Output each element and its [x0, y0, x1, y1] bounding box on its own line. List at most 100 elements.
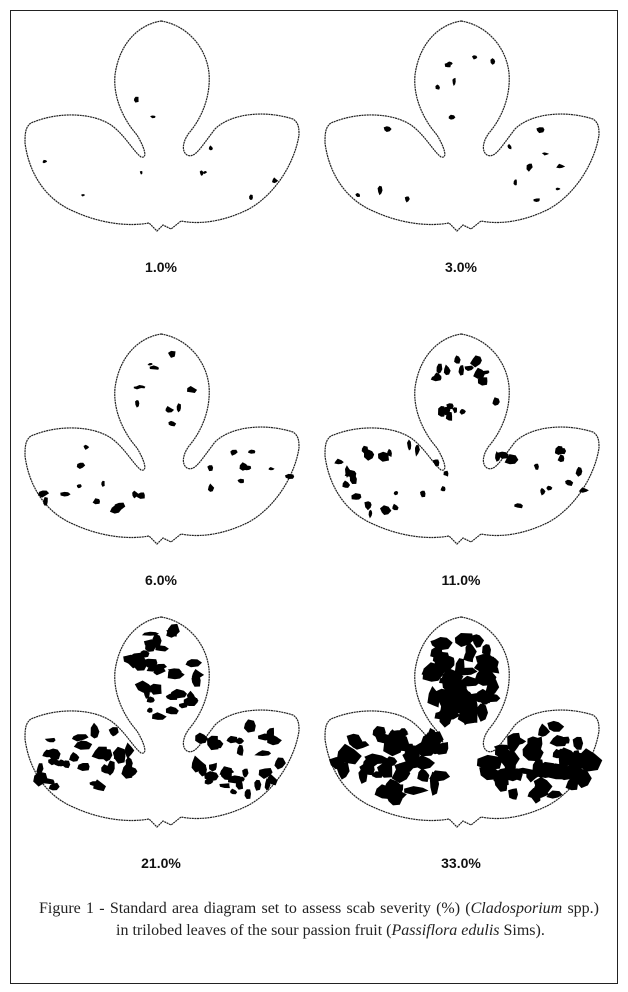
scab-lesion	[43, 497, 48, 506]
severity-label: 3.0%	[445, 259, 477, 275]
scab-lesion	[578, 487, 589, 493]
scab-lesion	[364, 753, 389, 765]
leaf-drawing-3	[24, 333, 300, 545]
scab-lesion	[60, 491, 71, 497]
scab-lesion	[576, 768, 592, 789]
leaf-drawing-1	[24, 20, 300, 232]
scab-lesion	[429, 771, 440, 796]
leaf-diagram-6: 33.0%	[311, 607, 611, 877]
scab-lesion	[409, 746, 429, 756]
scab-lesion	[507, 732, 522, 754]
scab-lesion	[554, 448, 567, 455]
scab-lesion	[284, 473, 295, 479]
scab-lesion	[165, 706, 179, 715]
scab-lesion	[272, 177, 279, 184]
scab-lesion	[133, 386, 144, 390]
figure-caption: Figure 1 - Standard area diagram set to …	[39, 898, 599, 941]
scab-lesion	[124, 742, 135, 759]
diagram-grid: 1.0% 3.0% 6.0% 11.0% 21.0% 33.0%	[11, 11, 617, 871]
scab-lesion	[345, 465, 352, 478]
scab-lesion	[76, 462, 86, 469]
scab-lesion	[207, 465, 214, 472]
scab-lesion	[150, 115, 156, 119]
scab-lesion	[62, 760, 71, 769]
scab-lesion	[168, 420, 177, 427]
scab-lesion	[383, 126, 392, 132]
scab-lesion	[436, 363, 443, 374]
caption-text-1: Standard area diagram set to assess scab…	[109, 900, 471, 917]
scab-lesion	[73, 740, 93, 750]
scab-lesion	[358, 768, 368, 784]
scab-lesion	[195, 732, 208, 744]
scab-lesion	[507, 771, 522, 782]
scab-lesion	[541, 152, 550, 156]
scab-lesion	[533, 198, 540, 202]
scab-lesion	[465, 641, 477, 660]
scab-lesion	[482, 644, 491, 656]
scab-lesion	[351, 493, 362, 500]
scab-lesion	[391, 763, 411, 784]
severity-label: 6.0%	[145, 572, 177, 588]
scab-lesion	[140, 683, 152, 692]
scab-lesion	[184, 698, 199, 705]
scab-lesion	[254, 750, 272, 756]
scab-lesion	[187, 386, 198, 393]
scab-lesion	[81, 194, 85, 197]
severity-label: 1.0%	[145, 259, 177, 275]
scab-lesion	[415, 445, 420, 457]
scab-lesion	[490, 58, 496, 65]
scab-lesion	[355, 193, 360, 197]
scab-lesion	[467, 692, 494, 704]
scab-lesion	[565, 776, 578, 791]
scab-lesion	[207, 483, 215, 492]
scab-lesion	[230, 449, 238, 456]
scab-lesion	[473, 367, 486, 379]
scab-lesion	[572, 736, 584, 750]
scab-lesion	[329, 756, 345, 770]
scab-lesion	[106, 760, 115, 776]
caption-species: Passiflora edulis	[391, 921, 500, 939]
scab-lesion	[237, 478, 244, 484]
scab-lesion	[127, 652, 146, 669]
scab-lesion	[239, 462, 249, 471]
scab-lesion	[570, 750, 580, 766]
scab-lesion	[342, 480, 351, 488]
scab-lesion	[390, 730, 409, 740]
scab-lesion	[526, 163, 533, 172]
scab-lesion	[452, 407, 457, 414]
scab-lesion	[377, 762, 393, 778]
scab-lesion	[337, 750, 359, 762]
scab-lesion	[133, 96, 139, 103]
scab-lesion	[476, 754, 502, 770]
caption-prefix: Figure 1 -	[39, 900, 110, 917]
scab-lesion	[267, 774, 278, 786]
scab-lesion	[204, 778, 214, 785]
leaf-outline	[324, 333, 600, 545]
scab-lesion	[557, 454, 565, 463]
scab-lesion	[130, 767, 138, 777]
scab-lesion	[368, 509, 373, 519]
scab-lesion	[274, 757, 286, 770]
scab-lesion	[207, 735, 219, 751]
scab-lesion	[500, 749, 520, 770]
scab-lesion	[527, 736, 541, 745]
scab-lesion	[230, 788, 238, 795]
scab-lesion	[527, 787, 550, 799]
scab-lesion	[476, 703, 488, 722]
scab-lesion	[42, 159, 48, 164]
scab-lesion	[554, 736, 570, 745]
scab-lesion	[485, 676, 500, 698]
scab-lesion	[141, 631, 160, 636]
scab-lesion	[454, 633, 474, 647]
leaf-diagram-2: 3.0%	[311, 11, 611, 281]
scab-lesion	[258, 768, 273, 779]
scab-lesion	[556, 163, 566, 169]
scab-lesion	[92, 498, 100, 505]
scab-lesion	[108, 727, 119, 737]
scab-lesion	[495, 451, 501, 462]
scab-lesion	[146, 707, 153, 713]
scab-lesion	[565, 479, 574, 486]
scab-lesion	[540, 487, 546, 496]
scab-lesion	[378, 451, 389, 462]
scab-lesion	[48, 758, 60, 766]
